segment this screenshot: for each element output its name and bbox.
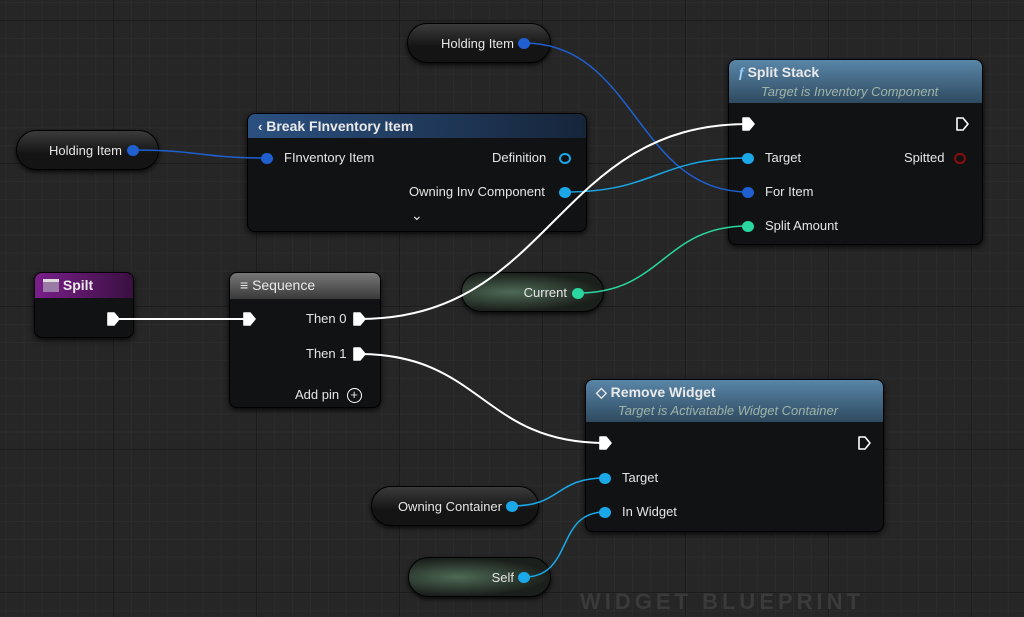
pin-label-in-widget: In Widget [622, 504, 677, 519]
sequence-node[interactable]: ≡ Sequence [229, 272, 381, 408]
split-stack-node[interactable]: f Split Stack Target is Inventory Compon… [728, 59, 983, 245]
sequence-icon: ≡ [240, 277, 249, 293]
label: Self [491, 569, 514, 585]
pin-label-finventory-item: FInventory Item [284, 150, 375, 165]
event-icon [43, 279, 59, 292]
holding-item-pin[interactable] [518, 37, 530, 49]
break-struct-icon: ‹ [258, 119, 263, 134]
node-title: Spilt [62, 277, 94, 293]
plus-circle-icon: + [346, 388, 362, 403]
function-icon: f [739, 66, 744, 81]
node-header: f Split Stack Target is Inventory Compon… [729, 60, 982, 103]
remove-widget-node[interactable]: ◇ Remove Widget Target is Activatable Wi… [585, 379, 884, 532]
wire-owning-inv-to-target [564, 157, 749, 193]
wire-current-to-split-amount [577, 225, 749, 294]
exec-in-pin[interactable] [598, 435, 612, 451]
event-exec-out-pin[interactable] [106, 311, 120, 327]
watermark: WIDGET BLUEPRINT [580, 589, 864, 614]
pin-label-then-1: Then 1 [306, 346, 347, 361]
node-title: Remove Widget [610, 384, 716, 400]
owning-inv-component-pin[interactable] [559, 186, 571, 198]
pin-label-definition: Definition [492, 150, 547, 165]
for-item-pin[interactable] [742, 186, 754, 198]
add-pin-label: Add pin [295, 387, 340, 402]
label: Holding Item [441, 35, 514, 51]
function-icon: ◇ [596, 384, 607, 400]
target-pin[interactable] [742, 152, 754, 164]
then-0-pin[interactable] [352, 311, 366, 327]
pin-label-then-0: Then 0 [306, 311, 347, 326]
node-subtitle: Target is Activatable Widget Container [618, 403, 839, 418]
split-amount-pin[interactable] [742, 220, 754, 232]
self-pin[interactable] [518, 571, 530, 583]
pin-label-split-amount: Split Amount [765, 218, 838, 233]
current-pin[interactable] [572, 287, 584, 299]
node-title: Sequence [252, 277, 316, 293]
finventory-item-pin[interactable] [261, 152, 273, 164]
owning-container-pin[interactable] [506, 500, 518, 512]
add-pin-button[interactable]: Add pin + [295, 387, 362, 403]
holding-item-pin[interactable] [127, 144, 139, 156]
pin-label-owning-inv-component: Owning Inv Component [409, 184, 545, 199]
pin-label-target: Target [765, 150, 802, 165]
exec-out-pin[interactable] [955, 116, 969, 132]
then-1-pin[interactable] [352, 346, 366, 362]
label: Owning Container [397, 498, 502, 514]
sequence-exec-in-pin[interactable] [242, 311, 256, 327]
definition-pin[interactable] [559, 152, 571, 164]
target-pin[interactable] [599, 472, 611, 484]
node-header: ≡ Sequence [230, 273, 380, 299]
node-header: ‹ Break FInventory Item [248, 114, 586, 138]
pin-label-target: Target [622, 470, 659, 485]
custom-event-spilt-node[interactable]: Spilt [34, 272, 134, 338]
in-widget-pin[interactable] [599, 506, 611, 518]
label: Holding Item [49, 142, 122, 158]
chevron-down-icon[interactable]: ⌄ [411, 207, 423, 223]
pin-label-spitted: Spitted [904, 150, 945, 165]
exec-in-pin[interactable] [741, 116, 755, 132]
spitted-pin[interactable] [954, 152, 966, 164]
node-header: ◇ Remove Widget Target is Activatable Wi… [586, 380, 883, 422]
node-title: Break FInventory Item [266, 118, 414, 134]
wire-then1-to-remove-widget [358, 353, 606, 444]
node-title: Split Stack [747, 64, 820, 80]
label: Current [523, 284, 567, 300]
node-header: Spilt [35, 273, 133, 298]
node-subtitle: Target is Inventory Component [761, 84, 939, 99]
exec-out-pin[interactable] [857, 435, 871, 451]
pin-label-for-item: For Item [765, 184, 814, 199]
